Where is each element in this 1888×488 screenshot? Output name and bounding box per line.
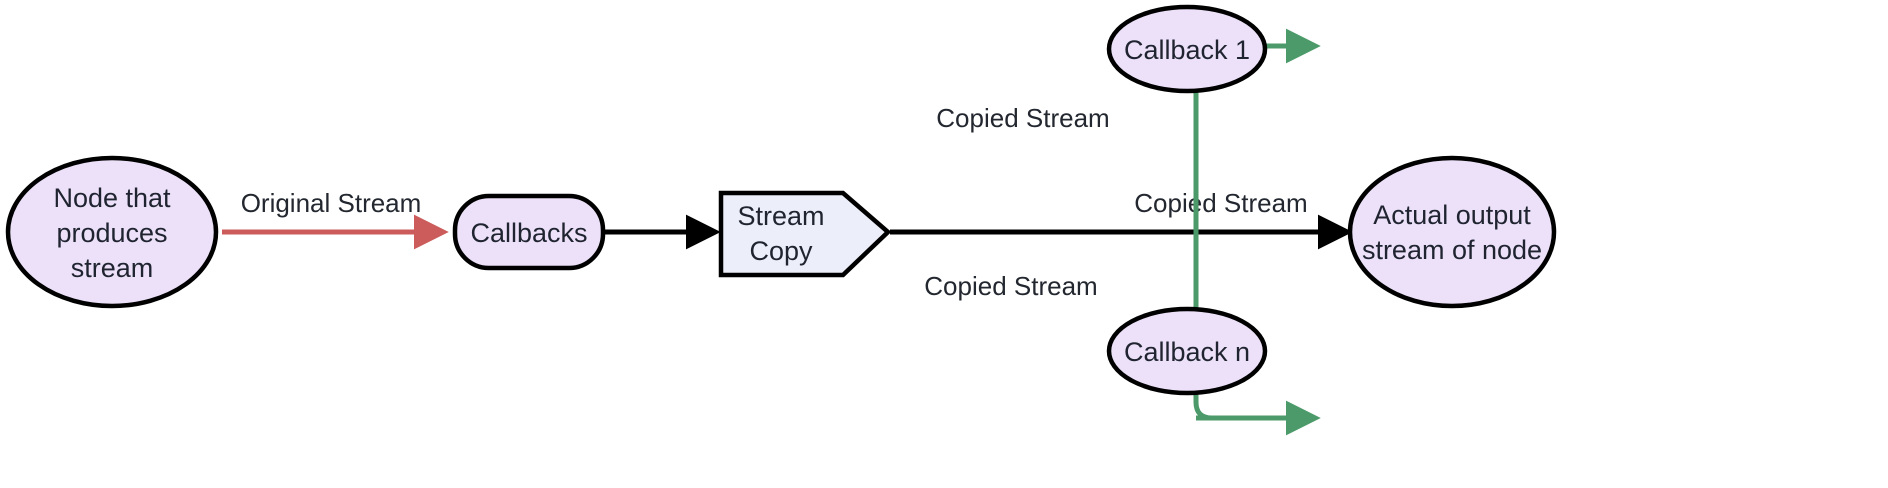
node-callback-1-shape[interactable] [1106, 4, 1268, 94]
node-stream-copy-label-line1: Stream [737, 201, 824, 231]
node-callbacks[interactable]: Callbacks [452, 193, 606, 271]
node-stream-copy-shape[interactable] [718, 190, 892, 278]
node-producer[interactable]: Node that produces stream [5, 155, 219, 309]
node-callbacks-shape[interactable] [452, 193, 606, 271]
node-callback-n-label: Callback n [1124, 337, 1250, 367]
edge-label-copied-stream-callback1: Copied Stream [936, 103, 1109, 133]
node-actual-output-label-line2: stream of node [1362, 235, 1542, 265]
node-producer-label-line1: Node that [53, 183, 171, 213]
edge-producer-to-callbacks: Original Stream [222, 188, 449, 250]
edge-label-copied-stream-callbackn: Copied Stream [924, 271, 1097, 301]
node-actual-output-label-line1: Actual output [1373, 200, 1531, 230]
edge-label-copied-stream-output: Copied Stream [1134, 188, 1307, 218]
node-callbacks-label: Callbacks [470, 218, 587, 248]
node-callback-n-shape[interactable] [1106, 306, 1268, 396]
node-stream-copy-label-line2: Copy [749, 236, 813, 266]
node-callback-1[interactable]: Callback 1 [1106, 4, 1268, 94]
node-producer-label-line3: stream [71, 253, 154, 283]
edge-label-original-stream: Original Stream [241, 188, 422, 218]
node-callback-n[interactable]: Callback n [1106, 306, 1268, 396]
node-callback-1-label: Callback 1 [1124, 35, 1250, 65]
edge-streamcopy-to-output: Copied Stream [1134, 188, 1353, 250]
edge-streamcopy-to-callbackn: Copied Stream [924, 222, 1321, 436]
node-producer-shape[interactable] [5, 155, 219, 309]
node-producer-label-line2: produces [56, 218, 167, 248]
node-stream-copy[interactable]: Stream Copy [718, 190, 892, 278]
node-actual-output[interactable]: Actual output stream of node [1347, 155, 1557, 309]
node-actual-output-shape[interactable] [1347, 155, 1557, 309]
